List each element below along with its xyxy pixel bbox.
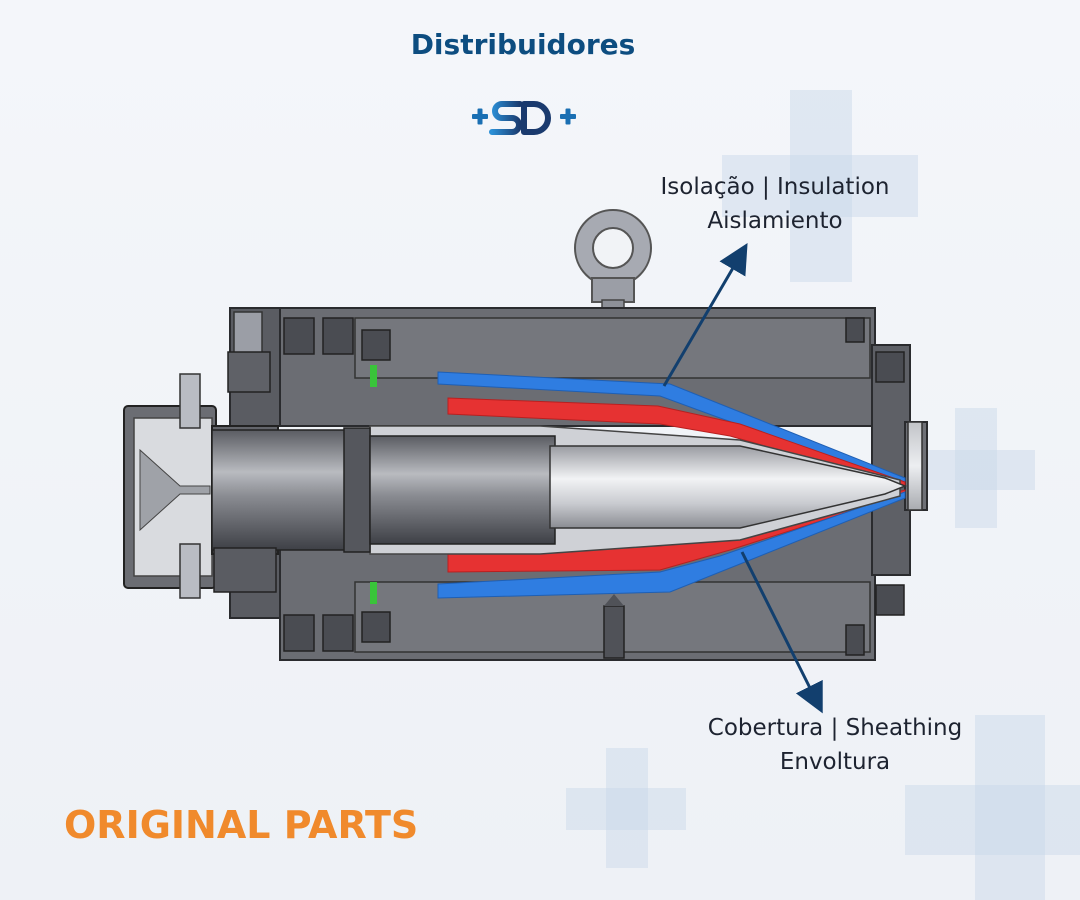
feed-section — [123, 311, 908, 599]
sheathing-label-line1: Cobertura | Sheathing — [707, 715, 963, 741]
background-plus-shape — [566, 788, 686, 830]
sd-brand-logo-icon — [472, 101, 576, 135]
insulation-channel-bottom — [437, 491, 906, 599]
insulation-label: Isolação | Insulation Aislamiento — [640, 170, 910, 238]
sheathing-arrow — [740, 551, 823, 714]
background-plus-shape — [915, 450, 1035, 490]
footer-tagline: ORIGINAL PARTS — [64, 803, 419, 847]
background-plus-shape — [722, 155, 918, 217]
background-plus-shape — [975, 715, 1045, 900]
sheathing-label-line2: Envoltura — [779, 749, 891, 775]
background-plus-shape — [955, 408, 997, 528]
background-plus-shape — [905, 785, 1080, 855]
insulation-arrow — [662, 243, 748, 387]
page-title: Distribuidores — [410, 28, 636, 61]
insulation-label-line2: Aislamiento — [707, 208, 843, 234]
sheathing-label: Cobertura | Sheathing Envoltura — [680, 711, 990, 779]
background-plus-shape — [606, 748, 648, 868]
insulation-label-line1: Isolação | Insulation — [660, 174, 890, 200]
background-plus-shape — [790, 90, 852, 282]
